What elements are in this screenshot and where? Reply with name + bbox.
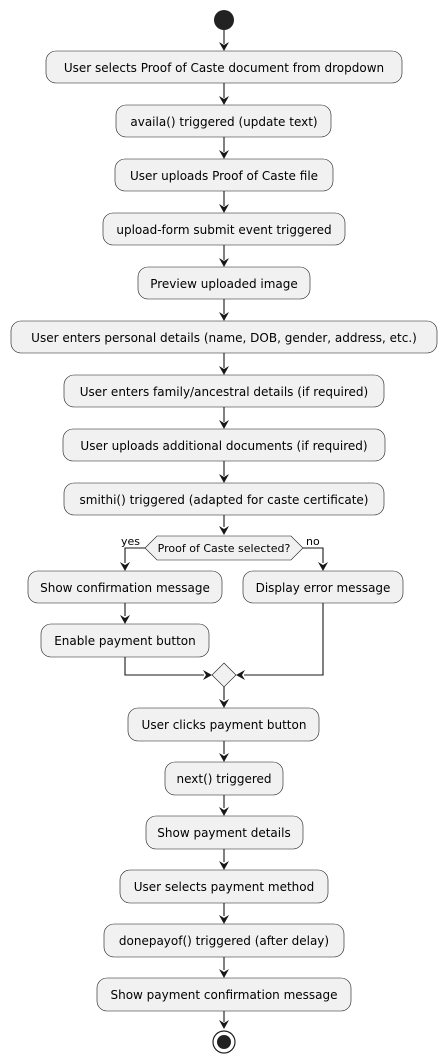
no-label: no: [306, 535, 320, 548]
edges: [120, 30, 328, 1029]
svg-text:Preview uploaded image: Preview uploaded image: [150, 277, 298, 291]
svg-text:User uploads additional docume: User uploads additional documents (if re…: [80, 439, 367, 453]
svg-text:Show payment confirmation mess: Show payment confirmation message: [110, 988, 337, 1002]
step-show-confirmation: Show confirmation message: [27, 570, 223, 604]
step-availa-triggered: availa() triggered (update text): [115, 104, 332, 138]
step-family-details: User enters family/ancestral details (if…: [63, 374, 385, 408]
step-personal-details: User enters personal details (name, DOB,…: [10, 320, 438, 354]
step-donepayof-triggered: donepayof() triggered (after delay): [103, 923, 345, 958]
step-display-error: Display error message: [242, 570, 404, 604]
end-node: [212, 1030, 236, 1054]
svg-text:User selects Proof of Caste do: User selects Proof of Caste document fro…: [64, 61, 384, 75]
svg-text:User enters personal details (: User enters personal details (name, DOB,…: [31, 331, 417, 345]
step-select-payment-method: User selects payment method: [119, 869, 329, 904]
step-enable-payment: Enable payment button: [40, 623, 210, 658]
svg-text:upload-form submit event trigg: upload-form submit event triggered: [116, 223, 331, 237]
svg-text:Display error message: Display error message: [256, 581, 391, 595]
step-show-payment-details: Show payment details: [145, 815, 304, 850]
step-preview-image: Preview uploaded image: [137, 266, 311, 300]
svg-text:User enters family/ancestral d: User enters family/ancestral details (if…: [80, 385, 368, 399]
svg-text:smithi() triggered (adapted fo: smithi() triggered (adapted for caste ce…: [80, 493, 369, 507]
step-additional-documents: User uploads additional documents (if re…: [62, 428, 386, 462]
step-click-payment: User clicks payment button: [127, 707, 320, 742]
step-payment-confirmation: Show payment confirmation message: [96, 977, 352, 1012]
svg-text:donepayof() triggered (after d: donepayof() triggered (after delay): [119, 934, 329, 948]
svg-text:availa() triggered (update tex: availa() triggered (update text): [130, 115, 317, 129]
start-node: [214, 10, 234, 30]
svg-text:Show payment details: Show payment details: [157, 826, 290, 840]
svg-text:next() triggered: next() triggered: [176, 772, 271, 786]
yes-label: yes: [121, 535, 140, 548]
step-smithi-triggered: smithi() triggered (adapted for caste ce…: [63, 482, 385, 516]
svg-text:User clicks payment button: User clicks payment button: [142, 718, 307, 732]
step-upload-file: User uploads Proof of Caste file: [114, 158, 334, 192]
merge-node: [211, 662, 237, 688]
svg-text:User uploads Proof of Caste fi: User uploads Proof of Caste file: [130, 169, 318, 183]
decision-proof-selected: Proof of Caste selected?: [144, 535, 304, 561]
svg-text:User selects payment method: User selects payment method: [134, 880, 315, 894]
step-next-triggered: next() triggered: [164, 761, 284, 796]
svg-text:Show confirmation message: Show confirmation message: [40, 581, 210, 595]
step-select-document: User selects Proof of Caste document fro…: [45, 50, 403, 84]
step-upload-form-submit: upload-form submit event triggered: [102, 212, 346, 246]
svg-text:Enable payment button: Enable payment button: [54, 634, 196, 648]
svg-text:Proof of Caste selected?: Proof of Caste selected?: [158, 542, 291, 555]
